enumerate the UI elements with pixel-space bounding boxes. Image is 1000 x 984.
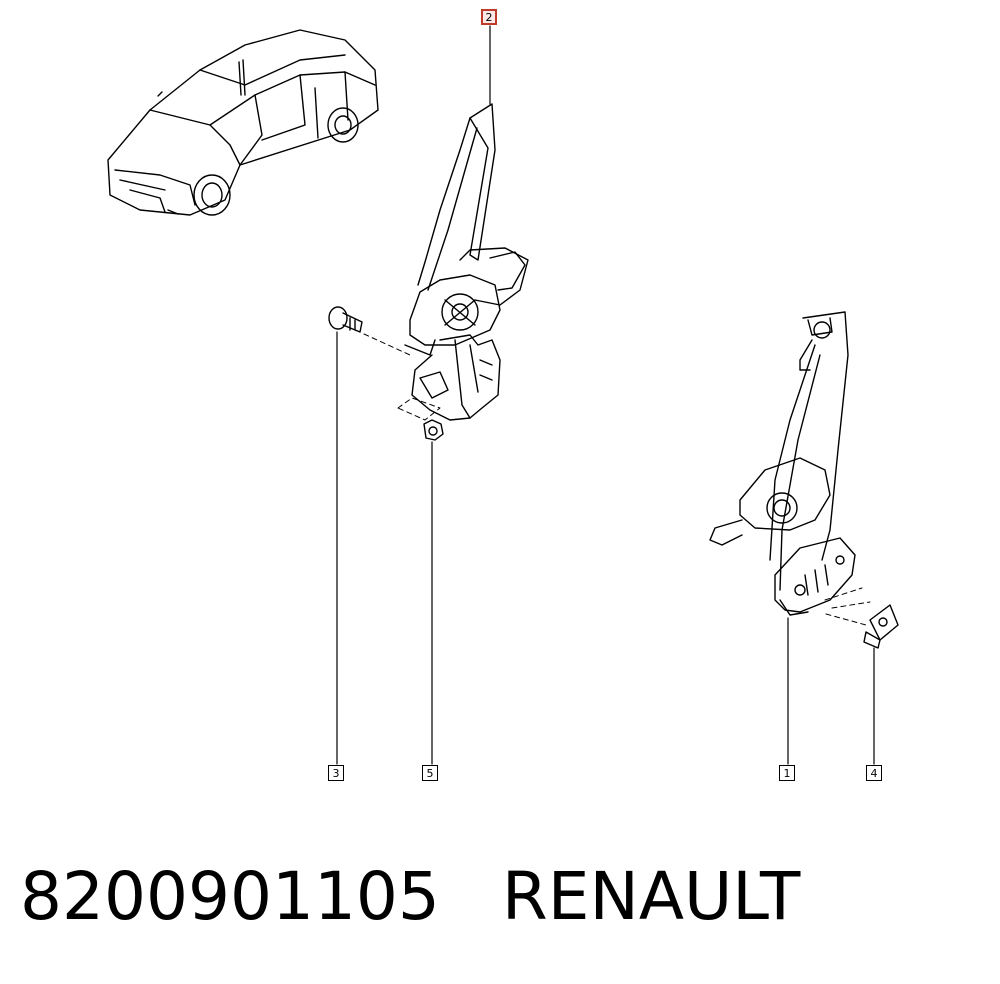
part-caption: 8200901105 RENAULT xyxy=(20,858,800,935)
bolt xyxy=(328,306,363,333)
assembly-lines xyxy=(363,333,871,626)
callout-1[interactable]: 1 xyxy=(779,765,795,781)
callout-3[interactable]: 3 xyxy=(328,765,344,781)
leader-lines xyxy=(336,25,875,765)
callout-2[interactable]: 2 xyxy=(481,9,497,25)
window-regulator-rear xyxy=(709,311,856,616)
part-number: 8200901105 xyxy=(20,858,440,935)
nut xyxy=(423,419,444,441)
clip xyxy=(863,604,899,649)
window-regulator-front xyxy=(404,103,529,421)
callout-5[interactable]: 5 xyxy=(422,765,438,781)
callout-4[interactable]: 4 xyxy=(866,765,882,781)
car-illustration xyxy=(107,29,379,216)
brand-name: RENAULT xyxy=(501,858,801,935)
